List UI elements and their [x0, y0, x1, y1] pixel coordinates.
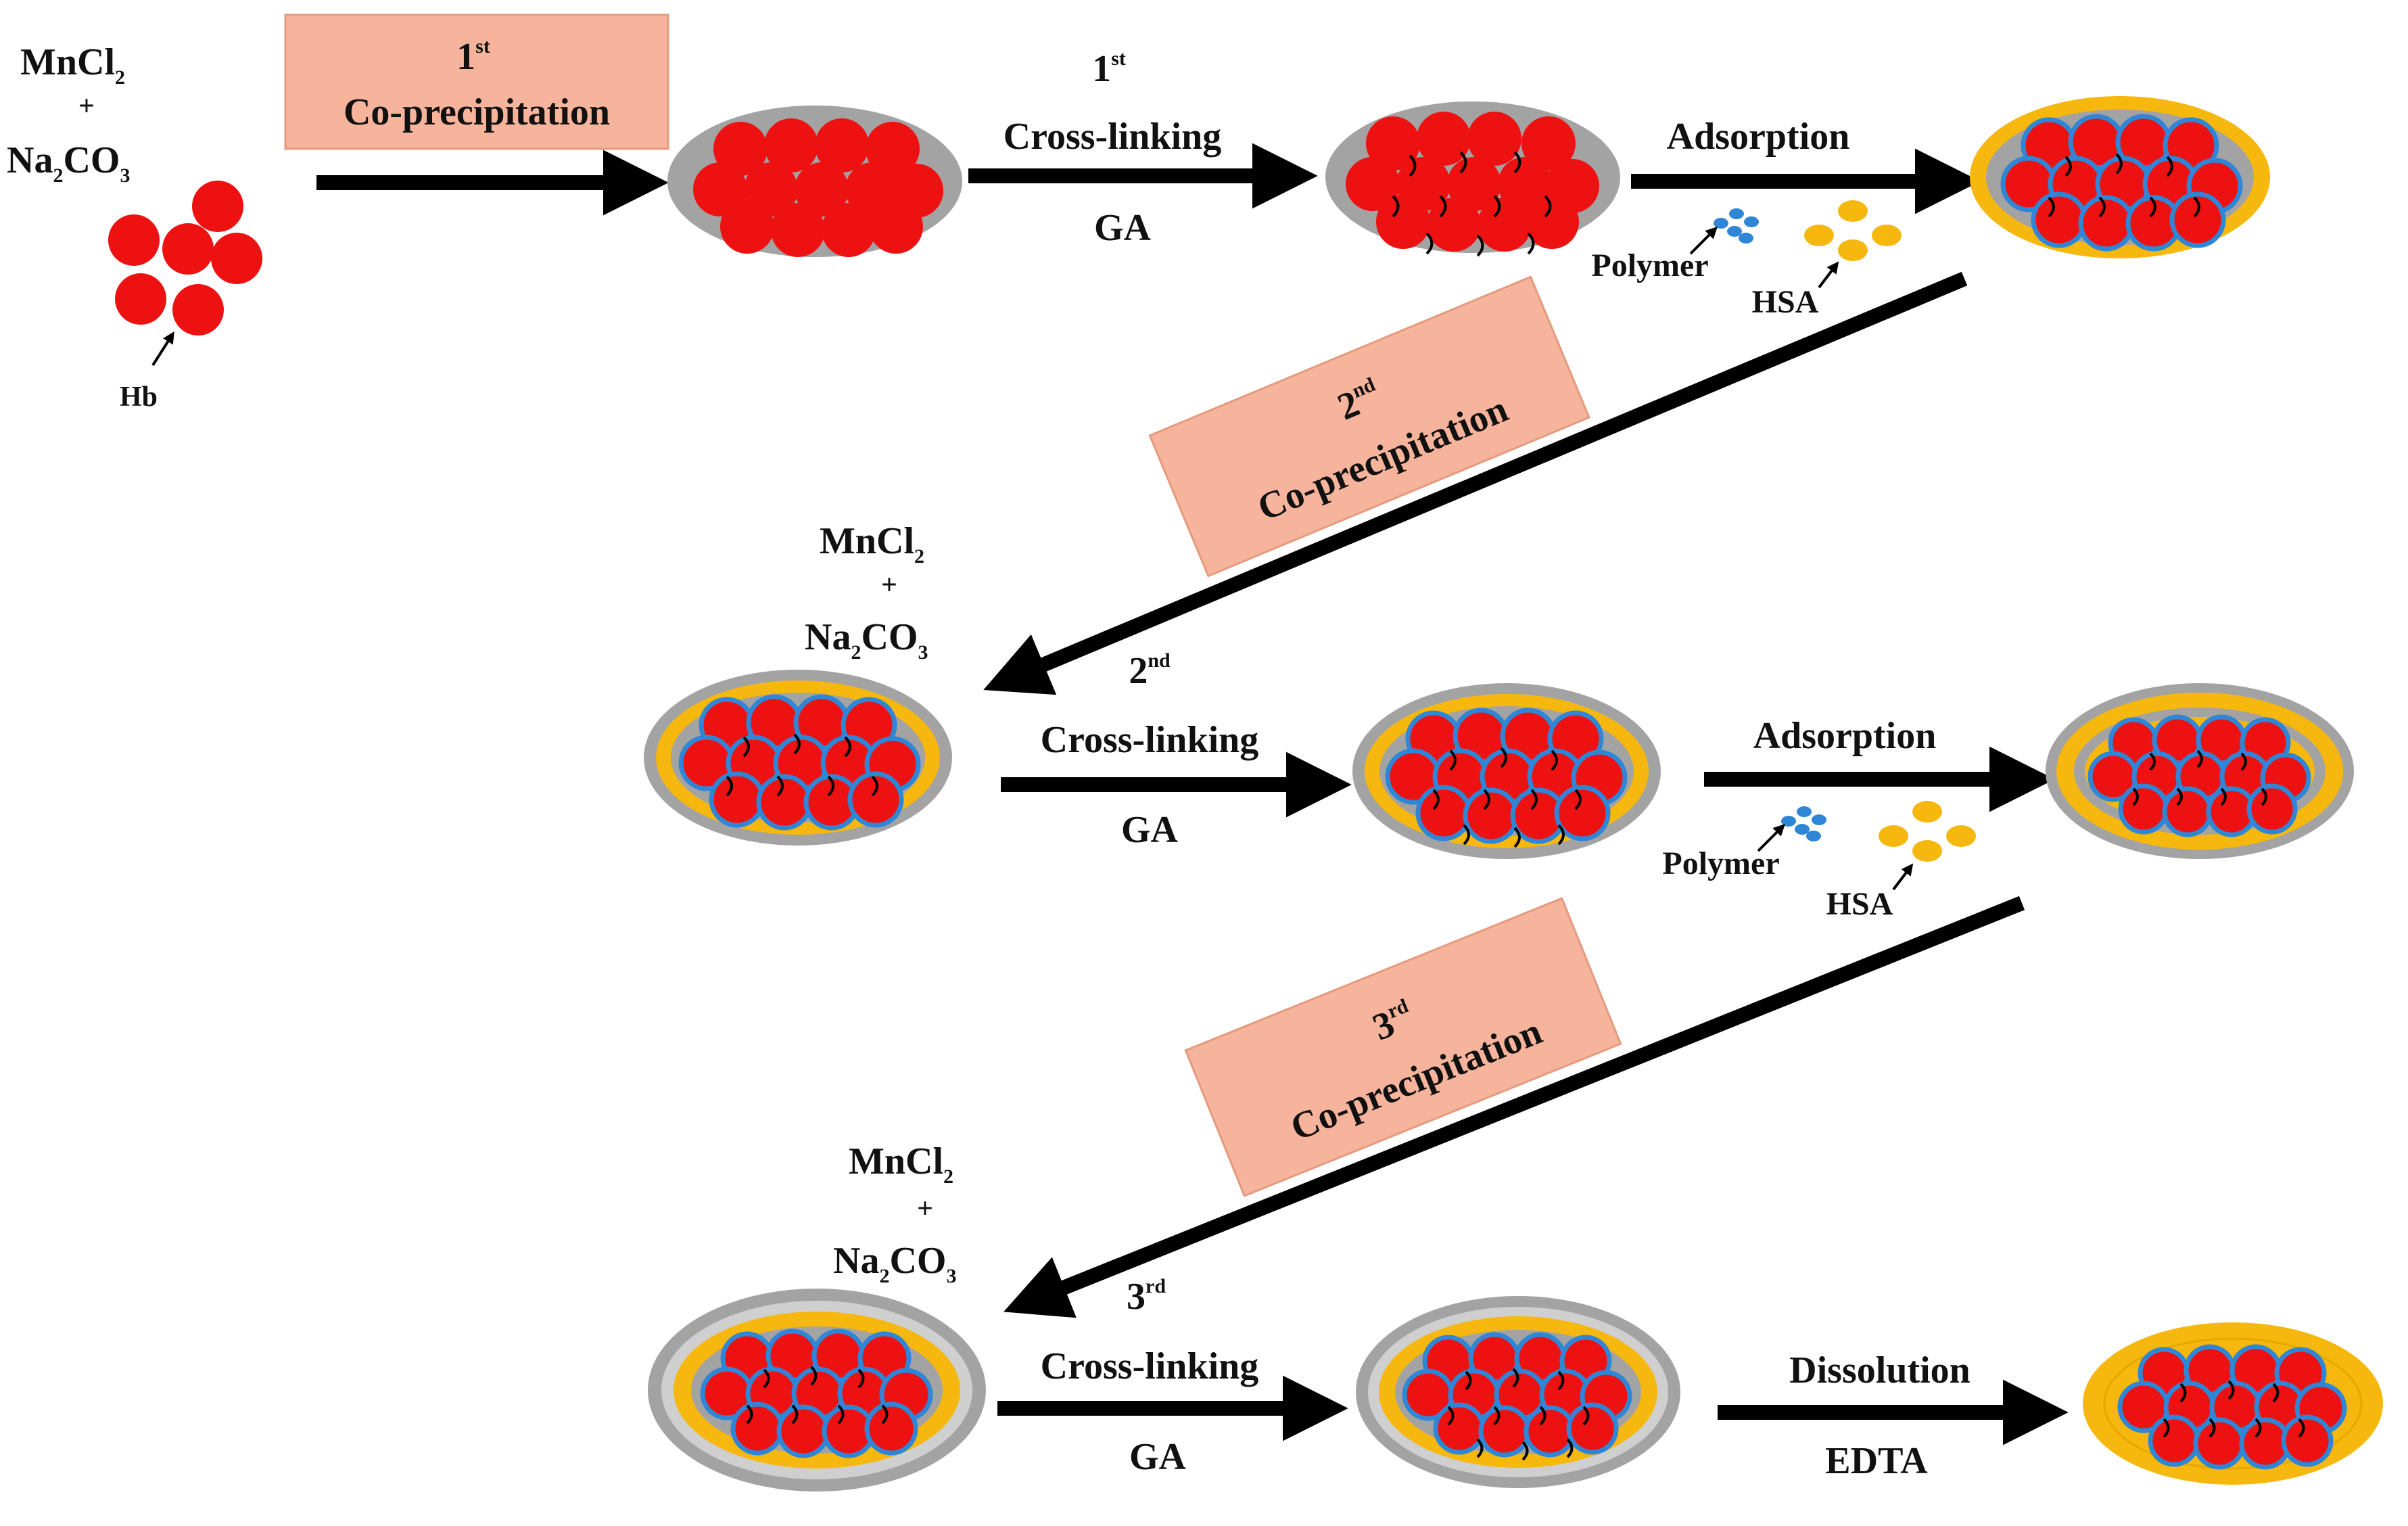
hsa-pointer-arrow — [1892, 863, 1914, 891]
hb-molecule — [192, 181, 243, 232]
hsa-label-1: HSA — [1752, 284, 1819, 320]
hb-cluster — [2000, 114, 2243, 252]
adsorption-2-step: Adsorption Polymer HSA — [1662, 715, 2055, 922]
reagent-group-3: MnCl2 + Na2CO3 — [833, 1140, 956, 1287]
hb-molecule — [211, 233, 262, 284]
na2co3-label-3: Na2CO3 — [833, 1240, 956, 1287]
reagent-group-2: MnCl2 + Na2CO3 — [805, 520, 928, 664]
arrow-coprecip-3-diagonal — [1004, 896, 2025, 1318]
ga-crosslinks — [2163, 1380, 2305, 1438]
hsa-icon — [1804, 200, 1902, 261]
na2co3-label-1: Na2CO3 — [7, 139, 130, 187]
ga-crosslinks — [1392, 151, 1552, 257]
hsa-icon — [1879, 801, 1976, 862]
hb-cluster — [1385, 708, 1628, 844]
particle-hb-core — [667, 106, 962, 257]
coprecip-1-ordinal: 1st — [456, 35, 490, 78]
hb-cluster — [2117, 1344, 2347, 1470]
hb-pointer-arrow — [151, 331, 174, 367]
crosslink-1-step: 1st Cross-linking GA — [968, 47, 1318, 249]
adsorption-1-step: Adsorption Polymer HSA — [1591, 116, 1981, 320]
plus-sign-3: + — [917, 1193, 933, 1224]
polymer-label-1: Polymer — [1591, 248, 1708, 283]
hb-cluster — [1402, 1332, 1632, 1458]
particle-adsorbed-2 — [2046, 683, 2354, 859]
crosslink-2-agent: GA — [1121, 809, 1179, 851]
hsa-pointer-arrow — [1818, 261, 1839, 289]
hemoglobin-molecules — [108, 181, 262, 336]
dissolution-agent: EDTA — [1825, 1440, 1928, 1482]
crosslink-1-label: Cross-linking — [1004, 116, 1222, 158]
hb-molecule — [172, 284, 224, 336]
arrow-coprecip-2-diagonal — [983, 271, 1968, 695]
mncl2-label-2: MnCl2 — [820, 520, 924, 568]
particle-coated-gray-3 — [648, 1289, 986, 1492]
crosslink-1-agent: GA — [1094, 207, 1152, 249]
ga-crosslinks — [746, 1366, 889, 1425]
ga-crosslinks — [1432, 747, 1582, 848]
particle-crosslinked-core — [1325, 101, 1620, 257]
polymer-icon — [1714, 208, 1759, 244]
crosslink-1-ordinal: 1st — [1092, 47, 1126, 90]
hb-molecule — [108, 214, 160, 266]
hb-cluster — [693, 118, 943, 257]
adsorption-2-label: Adsorption — [1753, 715, 1937, 757]
particle-coated-gray-2 — [644, 670, 952, 846]
polymer-label-2: Polymer — [1662, 846, 1779, 881]
dissolution-label: Dissolution — [1789, 1349, 1970, 1391]
plus-sign-2: + — [881, 570, 897, 601]
hb-molecule — [162, 223, 214, 275]
dissolution-step: Dissolution EDTA — [1718, 1349, 2069, 1482]
crosslink-3-step: 3rd Cross-linking GA — [997, 1275, 1348, 1478]
coprecip-1-label: Co-precipitation — [344, 91, 610, 133]
crosslink-3-label: Cross-linking — [1041, 1345, 1259, 1387]
hb-cluster — [678, 694, 921, 831]
crosslink-2-ordinal: 2nd — [1129, 649, 1171, 692]
crosslink-2-step: 2nd Cross-linking GA — [1001, 649, 1352, 851]
na2co3-label-2: Na2CO3 — [805, 616, 928, 664]
hsa-label-2: HSA — [1826, 886, 1893, 922]
particle-crosslinked-3 — [1356, 1296, 1680, 1488]
coprecipitation-3-box: 3rd Co-precipitation — [1184, 897, 1622, 1197]
crosslink-2-label: Cross-linking — [1041, 719, 1259, 761]
crosslink-3-ordinal: 3rd — [1127, 1275, 1166, 1318]
hb-cluster — [1346, 112, 1599, 252]
mncl2-label-1: MnCl2 — [20, 41, 125, 89]
adsorption-1-label: Adsorption — [1667, 116, 1850, 158]
polymer-pointer-arrow — [1757, 824, 1785, 852]
hb-cluster — [2087, 714, 2311, 837]
ga-crosslinks — [1447, 1368, 1590, 1461]
hb-molecule — [115, 273, 166, 325]
reagent-group-1: MnCl2 + Na2CO3 — [7, 41, 130, 187]
ga-crosslinks — [2132, 749, 2267, 806]
ga-crosslinks — [726, 733, 878, 797]
particle-crosslinked-2 — [1352, 683, 1661, 859]
polymer-pointer-arrow — [1689, 227, 1718, 255]
polymer-icon — [1781, 806, 1826, 841]
plus-sign-1: + — [78, 91, 95, 122]
hb-cluster — [700, 1328, 933, 1458]
hb-label: Hb — [120, 382, 158, 413]
mncl2-label-3: MnCl2 — [849, 1140, 953, 1188]
ga-crosslinks — [2048, 153, 2200, 218]
particle-final-capsule — [2083, 1322, 2383, 1485]
coprecipitation-1-box: 1st Co-precipitation — [284, 14, 669, 150]
crosslink-3-agent: GA — [1129, 1436, 1187, 1478]
particle-adsorbed-1 — [1970, 96, 2270, 258]
